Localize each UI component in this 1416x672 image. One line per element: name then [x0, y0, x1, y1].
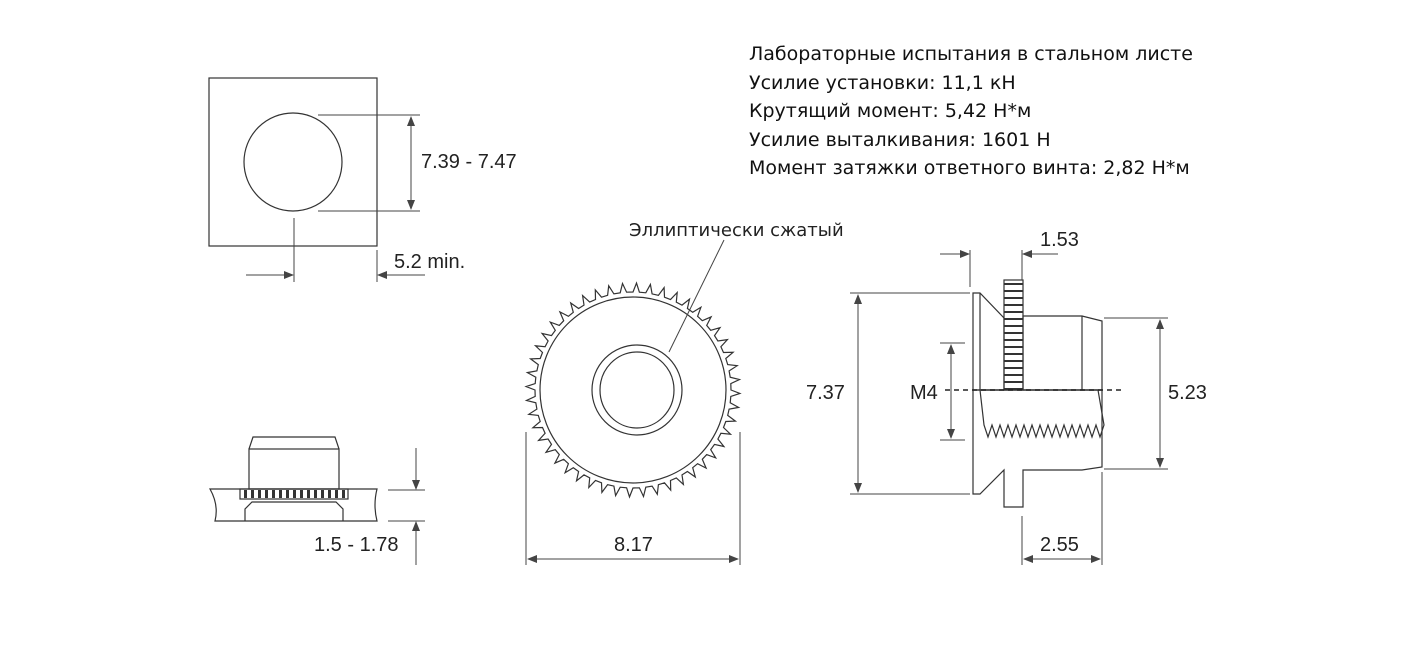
- spec-mating-screw-torque: Момент затяжки ответного винта: 2,82 Н*м: [749, 157, 1190, 179]
- body-diameter-label: 5.23: [1168, 382, 1207, 404]
- spec-install-force: Усилие установки: 11,1 кН: [749, 71, 1016, 94]
- knurl-tooth: [272, 490, 275, 498]
- knurl-tooth: [293, 490, 296, 498]
- knurl-tooth: [279, 490, 282, 498]
- outer-diameter-label: 8.17: [614, 534, 653, 556]
- knurl-note-label: Эллиптически сжатый: [629, 220, 844, 241]
- spec-torque: Крутящий момент: 5,42 Н*м: [749, 100, 1032, 122]
- knurl-tooth: [335, 490, 338, 498]
- knurl-tooth: [328, 490, 331, 498]
- panel-hole-view: 7.39 - 7.47 5.2 min.: [208, 77, 517, 282]
- knurl-tooth: [307, 490, 310, 498]
- thread-label: M4: [910, 382, 938, 404]
- knurl-tooth: [265, 490, 268, 498]
- knurl-tooth: [314, 490, 317, 498]
- knurl-tooth: [286, 490, 289, 498]
- test-specs: Лабораторные испытания в стальном листе …: [749, 40, 1193, 183]
- head-diameter-label: 7.37: [806, 382, 845, 404]
- spec-pushout-force: Усилие выталкивания: 1601 Н: [749, 128, 1051, 151]
- knurl-tooth: [244, 490, 247, 498]
- knurl-tooth: [342, 490, 345, 498]
- specs-title: Лабораторные испытания в стальном листе: [749, 43, 1193, 65]
- knurl-tooth: [321, 490, 324, 498]
- head-thickness-label: 1.53: [1040, 229, 1079, 251]
- hole-diameter-label: 7.39 - 7.47: [421, 151, 517, 173]
- section-view: 1.53 7.37 M4 5.23 2.55: [806, 229, 1207, 565]
- front-view: Эллиптически сжатый 8.17: [524, 220, 844, 565]
- knurl-tooth: [300, 490, 303, 498]
- body-length-label: 2.55: [1040, 534, 1079, 556]
- knurl-tooth: [258, 490, 261, 498]
- knurl-tooth: [251, 490, 254, 498]
- installed-side-view: 1.5 - 1.78: [208, 436, 425, 565]
- edge-distance-label: 5.2 min.: [394, 251, 465, 273]
- sheet-thickness-label: 1.5 - 1.78: [314, 534, 399, 556]
